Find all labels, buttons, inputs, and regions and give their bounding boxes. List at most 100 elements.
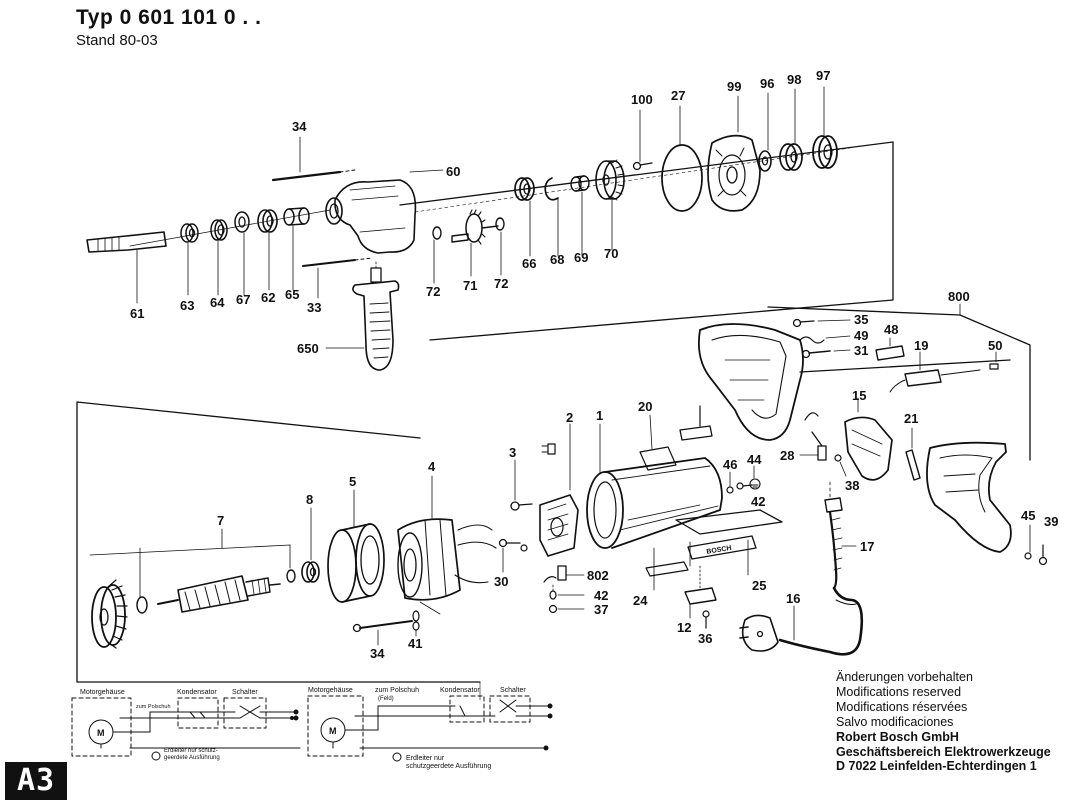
label-36: 36 — [698, 631, 712, 646]
label-69: 69 — [574, 250, 588, 265]
o-ring-27-part — [661, 144, 703, 212]
ring-63-part — [180, 223, 199, 243]
label-28: 28 — [780, 448, 794, 463]
label-4: 4 — [428, 459, 436, 474]
label-67: 67 — [236, 292, 250, 307]
ground-terminal-part — [749, 478, 761, 490]
wiring-right-switch: Schalter — [500, 687, 526, 694]
screw-31-part — [801, 349, 831, 359]
brush-holder-2-part — [539, 494, 579, 557]
screw-33-part — [302, 257, 373, 267]
label-12: 12 — [677, 620, 691, 635]
type-label: Typ — [76, 6, 114, 29]
washer-67-part — [234, 211, 250, 233]
label-61: 61 — [130, 306, 144, 321]
label-650: 650 — [297, 341, 319, 356]
type-plate-24-part — [645, 561, 689, 577]
label-98: 98 — [787, 72, 801, 87]
wiring-diagram-right — [307, 695, 553, 762]
block-48-part — [875, 345, 905, 361]
company-city: D 7022 Leinfelden-Echterdingen 1 — [836, 759, 1037, 773]
motor-housing-1-part — [586, 457, 723, 549]
label-46: 46 — [723, 457, 737, 472]
screw-34b-part — [352, 620, 413, 633]
washer-armature-part — [286, 569, 296, 583]
part-number-labels: 34 60 100 27 99 96 98 97 66 68 69 70 72 … — [130, 68, 1058, 661]
wiring-right-pole-shoe-sub: (Feld) — [378, 696, 394, 702]
label-41: 41 — [408, 636, 422, 651]
part-50 — [989, 363, 999, 370]
label-60: 60 — [446, 164, 460, 179]
capacitor-19-part — [889, 369, 981, 393]
label-20-part — [639, 446, 677, 471]
label-99: 99 — [727, 79, 741, 94]
label-27: 27 — [671, 88, 685, 103]
wiring-left-text: Motorgehäuse zum Polschuh Kondensator Sc… — [80, 689, 258, 761]
label-39: 39 — [1044, 514, 1058, 529]
label-5: 5 — [349, 474, 356, 489]
wiring-left-switch: Schalter — [232, 689, 258, 696]
wiring-right-capacitor: Kondensator — [440, 687, 480, 694]
label-38: 38 — [845, 478, 859, 493]
label-100: 100 — [631, 92, 653, 107]
handle-half-upper-part — [697, 323, 804, 441]
intermediate-flange-99-part — [707, 134, 761, 212]
top-axis-line — [129, 209, 331, 247]
armature-7-part — [91, 575, 281, 649]
spring-49-part — [799, 336, 825, 344]
modification-notes: Änderungen vorbehalten Modifications res… — [836, 670, 973, 730]
stand-date: Stand 80-03 — [76, 32, 158, 49]
circlip-68-part — [544, 177, 559, 201]
label-96: 96 — [760, 76, 774, 91]
label-1: 1 — [596, 408, 603, 423]
wiring-right-ground-2: schutzgeerdete Ausführung — [406, 763, 491, 770]
screw-39-part — [1038, 544, 1048, 566]
label-802: 802 — [587, 568, 609, 583]
label-19: 19 — [914, 338, 928, 353]
label-800: 800 — [948, 289, 970, 304]
auxiliary-handle-650-part — [352, 261, 400, 371]
label-30: 30 — [494, 574, 508, 589]
air-guide-ring-5-part — [327, 523, 385, 603]
label-33: 33 — [307, 300, 321, 315]
screw-30-part — [498, 538, 528, 552]
power-cord-16-part — [739, 586, 864, 656]
label-35: 35 — [854, 312, 868, 327]
label-34b: 34 — [370, 646, 385, 661]
label-42b: 42 — [594, 588, 608, 603]
carbon-brush-802-part — [543, 565, 567, 583]
label-65: 65 — [285, 287, 299, 302]
wiring-right-pole-shoe: zum Polschuh — [375, 687, 419, 694]
note-en: Modifications reserved — [836, 685, 962, 699]
screw-35-part — [792, 318, 815, 328]
spindle-61-part — [86, 231, 167, 253]
page-badge: A3 — [5, 762, 67, 800]
label-45: 45 — [1021, 508, 1035, 523]
seal-ring-97-part — [812, 135, 838, 169]
label-3: 3 — [509, 445, 516, 460]
handle-group-boundary — [767, 306, 1031, 461]
wiring-left-pole-shoe: zum Polschuh — [136, 704, 171, 710]
wiring-diagram-left — [71, 697, 301, 761]
part-38 — [834, 454, 847, 477]
screw-37-part — [548, 604, 558, 614]
nameplate-25-part — [675, 509, 783, 560]
company-name: Robert Bosch GmbH — [836, 730, 959, 744]
label-37: 37 — [594, 602, 608, 617]
label-7: 7 — [217, 513, 224, 528]
label-2: 2 — [566, 410, 573, 425]
pinion-shaft-71-part — [451, 209, 499, 245]
gear-housing-60-part — [325, 179, 417, 254]
washer-41-part — [412, 610, 420, 631]
wiring-left-terminals — [290, 709, 299, 721]
part-21 — [905, 449, 921, 481]
washer-72b-part — [495, 217, 505, 231]
label-97: 97 — [816, 68, 830, 83]
wiring-left-motor: M — [97, 728, 105, 738]
label-48: 48 — [884, 322, 898, 337]
label-21: 21 — [904, 411, 918, 426]
label-70: 70 — [604, 246, 618, 261]
wiring-right-terminals — [543, 703, 553, 751]
bearing-8-part — [301, 561, 320, 583]
field-stator-4-part — [397, 518, 497, 601]
